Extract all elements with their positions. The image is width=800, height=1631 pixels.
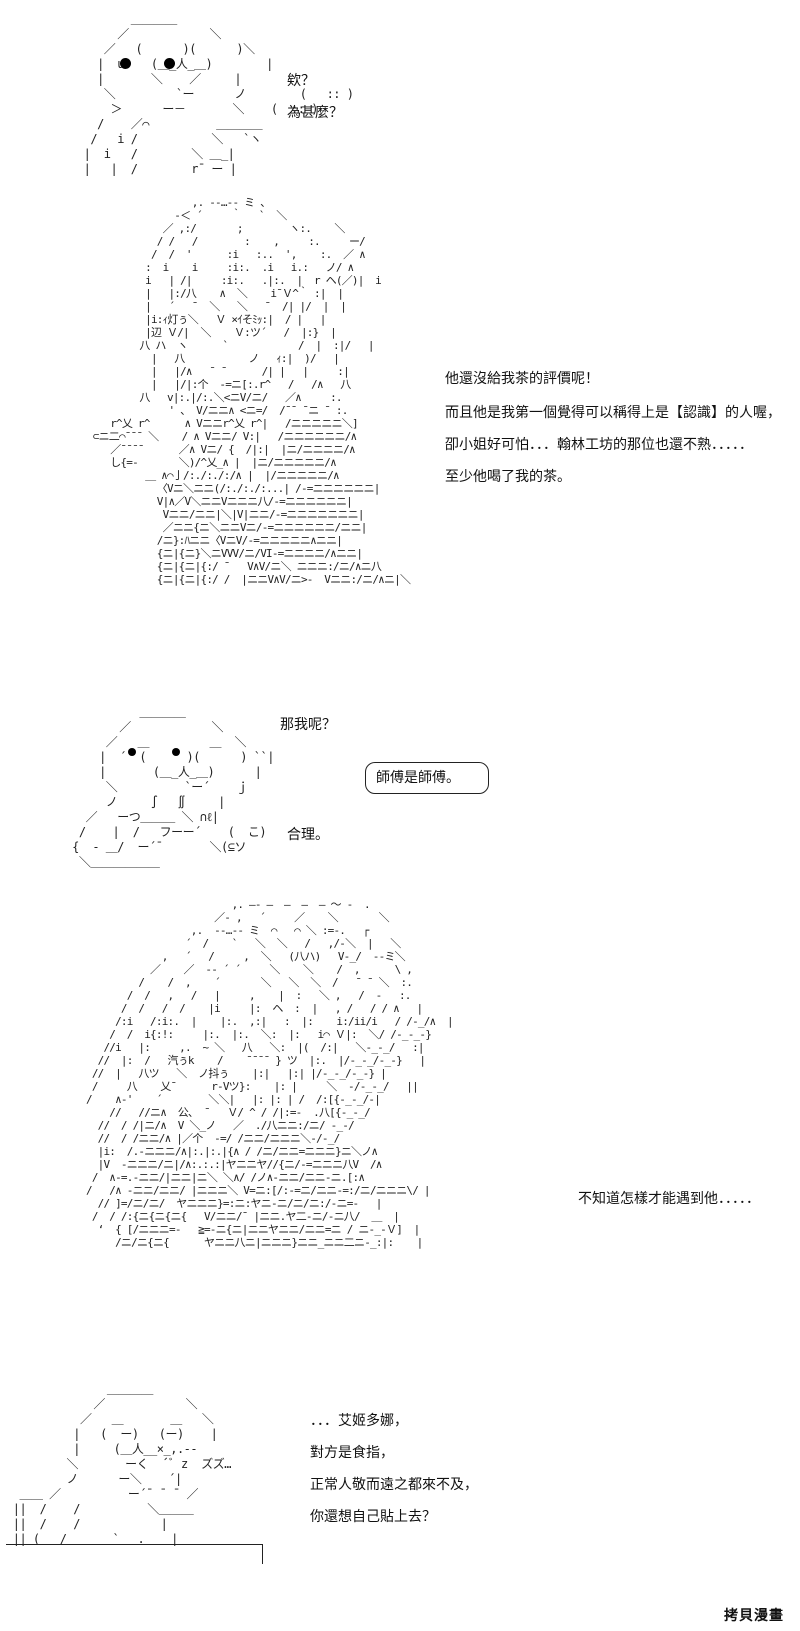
dialogue-line: 卲小姐好可怕．．．翰林工坊的那位也還不熟．．．．．	[445, 437, 753, 453]
dialogue-line: 至少他喝了我的茶。	[445, 469, 571, 485]
dialogue-line: 合理。	[287, 827, 329, 843]
panel-divider	[262, 1544, 263, 1564]
dialogue-line: 那我呢？	[280, 717, 336, 733]
watermark: 拷貝漫畫	[724, 1608, 784, 1624]
dialogue-line: 欸？	[287, 73, 315, 89]
dialogue-line: 而且他是我第一個覺得可以稱得上是【認識】的人喔，	[445, 405, 781, 421]
speech-bubble-text: 師傅是師傅。	[376, 770, 460, 786]
dialogue-line: 對方是食指，	[310, 1445, 394, 1461]
speech-bubble: 師傅是師傅。	[365, 762, 489, 794]
ascii-art-character-3: ＿＿＿＿ ／ ＼ ／ ＿ ＿ ＼ | ´´ ( )( ) ``| | (＿_人_…	[72, 705, 274, 869]
dialogue-line: 為甚麼？	[287, 105, 343, 121]
dialogue-line: ．．．艾姬多娜，	[310, 1413, 408, 1429]
dialogue-line: 不知道怎樣才能遇到他．．．．．	[578, 1191, 760, 1207]
eye-icon	[172, 748, 180, 756]
ascii-art-character-4: ,. ―- ― ― ― ― ～ - . ／‐ , ´ ／ ＼ ＼ ,. -‐…‐…	[86, 898, 454, 1249]
dialogue-line: 你還想自己貼上去？	[310, 1509, 436, 1525]
ascii-art-character-1: ＿＿＿＿ ／ ＼ ／ ( )( )＼ | u (＿_人_＿) | | ＼ ／ |…	[83, 12, 354, 176]
eye-icon	[164, 58, 175, 69]
panel-divider	[6, 1544, 262, 1545]
dialogue-line: 正常人敬而遠之都來不及，	[310, 1477, 478, 1493]
ascii-art-character-5: ＿＿＿＿ ／ ＼ ／ ＿ ＿ ＼ | ( ー) (ー) | | (＿人__×_,…	[12, 1382, 232, 1546]
eye-icon	[120, 58, 131, 69]
ascii-art-character-2: ,. -‐…‐- ミ 、 ‐＜ ´ ｀ ` ＼ ／ ,:/ ; ヽ:. ＼ / …	[92, 196, 411, 586]
dialogue-line: 他還沒給我茶的評價呢！	[445, 371, 599, 387]
eye-icon	[128, 748, 136, 756]
